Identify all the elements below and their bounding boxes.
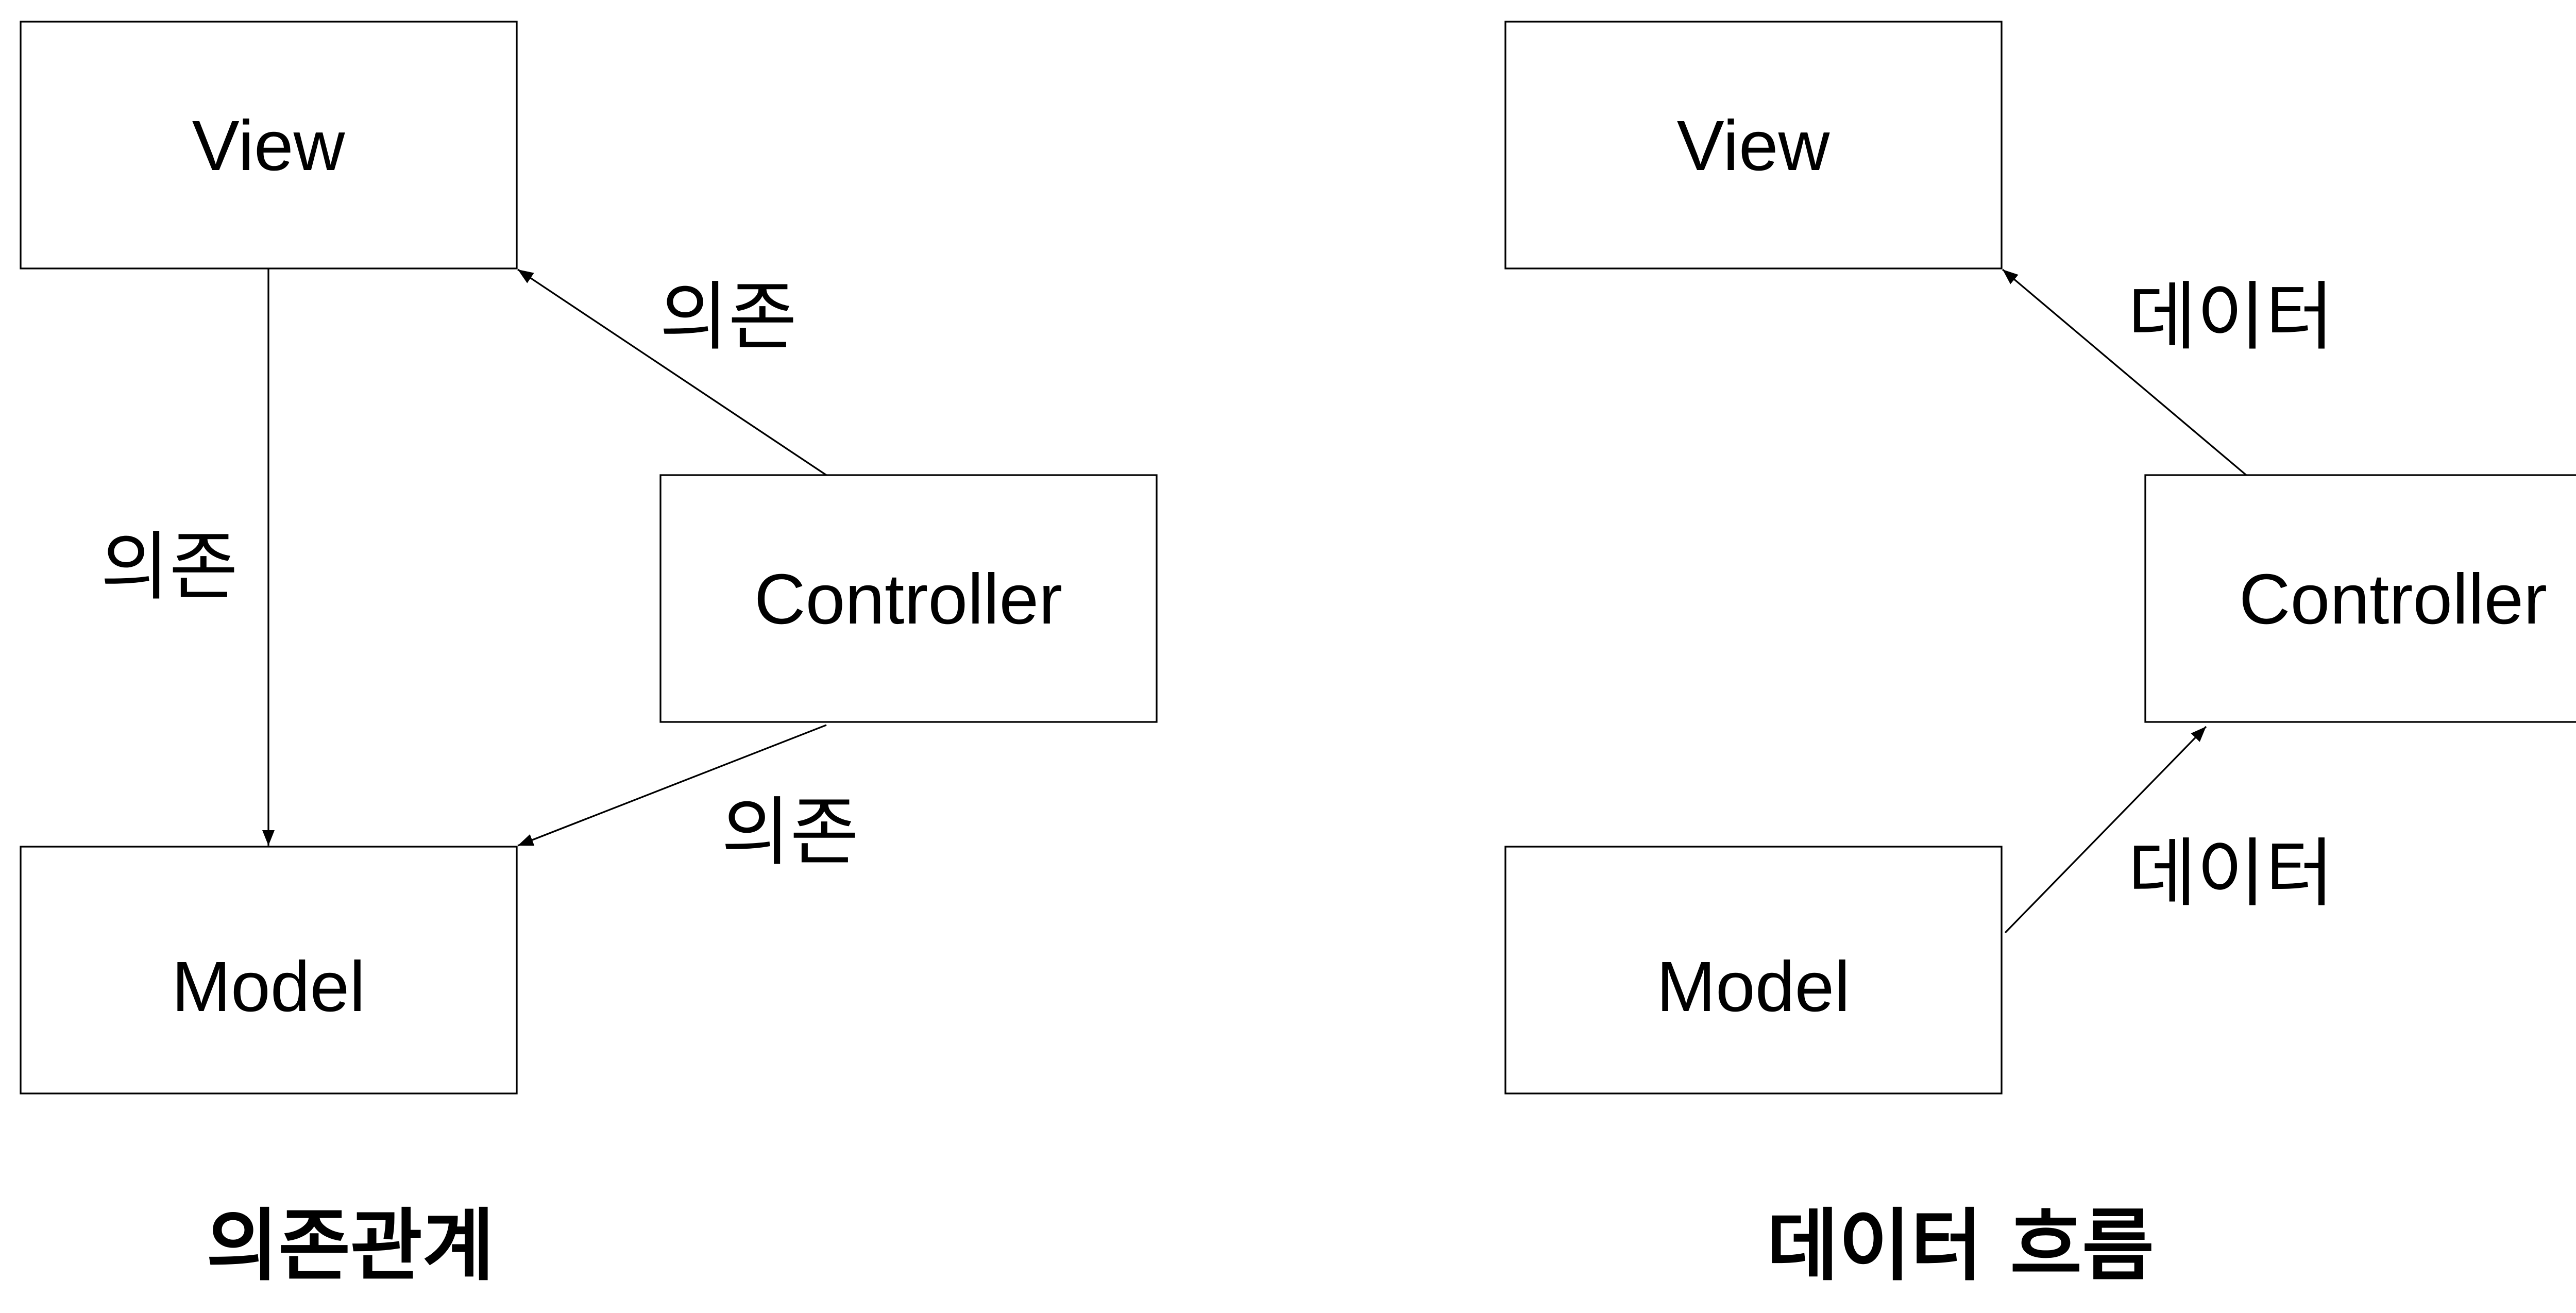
flow-controller-node: Controller [2144, 474, 2576, 723]
dep-edge-view-model: 의존 [100, 268, 275, 846]
dep-edge-controller-view: 의존 [517, 268, 827, 476]
dep-model-label: Model [172, 947, 365, 1026]
dep-controller-label: Controller [754, 560, 1062, 639]
flow-edge-label-model-controller: 데이터 [2128, 830, 2334, 917]
dep-model-node: Model [20, 846, 518, 1095]
flow-arrow-model-controller [2004, 726, 2207, 934]
flow-controller-label: Controller [2239, 560, 2547, 639]
dependency-panel-caption: 의존관계 [206, 1200, 494, 1291]
flow-edge-label-controller-view: 데이터 [2128, 274, 2334, 361]
dep-arrow-controller-view [517, 268, 827, 476]
dep-edge-label-view-model: 의존 [100, 524, 238, 611]
dep-arrow-controller-model [517, 724, 827, 847]
flow-model-node: Model [1504, 846, 2003, 1095]
dep-view-label: View [192, 106, 345, 186]
flow-view-label: View [1677, 106, 1830, 186]
dep-edge-label-controller-view: 의존 [659, 274, 797, 361]
dep-view-node: View [20, 21, 518, 270]
dataflow-panel-caption: 데이터 흐름 [1767, 1200, 2154, 1291]
dep-controller-node: Controller [659, 474, 1158, 723]
dataflow-panel: View Controller Model 데이터 데이터 데이터 흐름 [1504, 21, 2576, 1291]
dep-edge-controller-model: 의존 [517, 724, 859, 876]
flow-model-label: Model [1656, 947, 1850, 1026]
dep-edge-label-controller-model: 의존 [721, 789, 859, 876]
flow-edge-model-controller: 데이터 [2004, 726, 2334, 934]
flow-view-node: View [1504, 21, 2003, 270]
dependency-panel: View Controller Model 의존 의존 의존 의존관계 [20, 21, 1158, 1291]
flow-edge-controller-view: 데이터 [2002, 268, 2334, 476]
flow-arrow-controller-view [2002, 268, 2247, 476]
